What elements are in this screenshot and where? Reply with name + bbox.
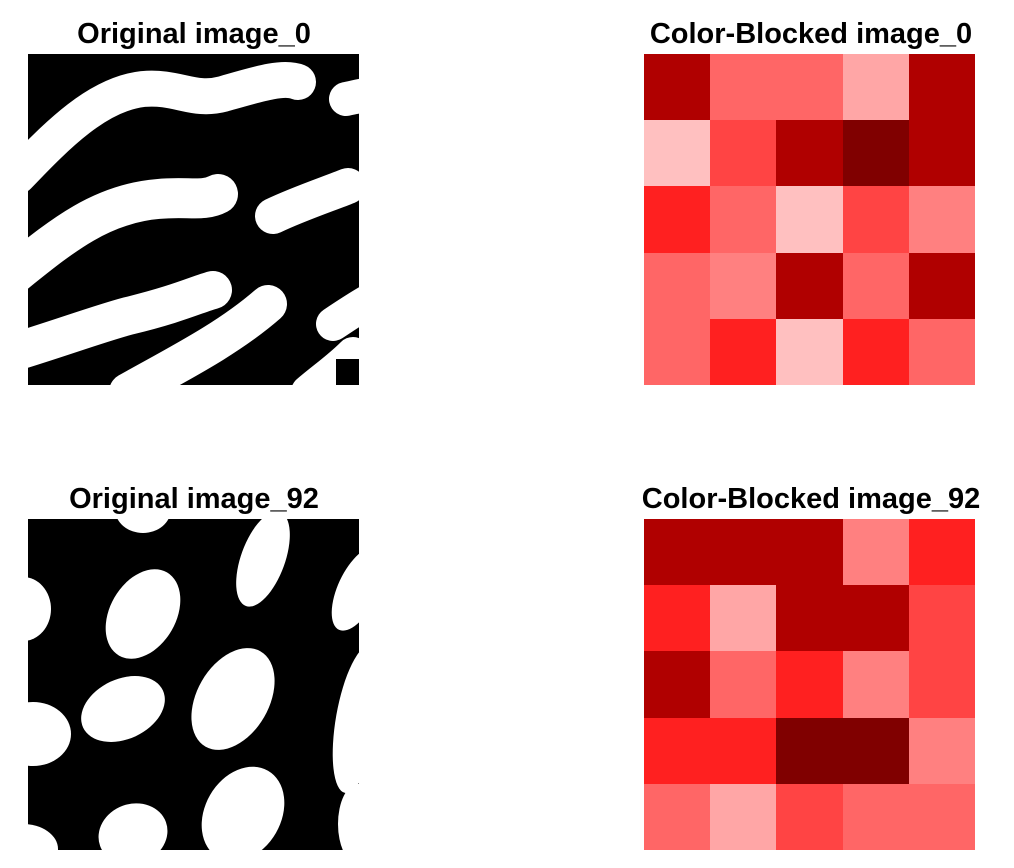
color-block-cell xyxy=(842,54,909,121)
color-block-cell xyxy=(908,186,975,253)
color-blocked-image-92-title: Color-Blocked image_92 xyxy=(641,483,981,515)
color-block-cell xyxy=(644,783,711,850)
color-block-cell xyxy=(842,519,909,586)
color-block-cell xyxy=(842,252,909,319)
original-image-0 xyxy=(28,54,359,385)
color-block-cell xyxy=(710,651,777,718)
color-block-cell xyxy=(776,651,843,718)
color-block-cell xyxy=(908,54,975,121)
color-block-cell xyxy=(710,585,777,652)
color-block-cell xyxy=(908,783,975,850)
color-block-cell xyxy=(842,318,909,385)
color-block-cell xyxy=(776,717,843,784)
color-block-cell xyxy=(710,186,777,253)
color-block-cell xyxy=(908,651,975,718)
color-block-cell xyxy=(842,120,909,187)
color-block-cell xyxy=(908,318,975,385)
color-block-cell xyxy=(908,717,975,784)
color-block-cell xyxy=(776,519,843,586)
color-block-cell xyxy=(644,318,711,385)
color-block-cell xyxy=(908,120,975,187)
original-image-0-pattern xyxy=(28,54,359,385)
color-block-cell xyxy=(842,186,909,253)
color-block-cell xyxy=(644,186,711,253)
color-block-cell xyxy=(776,318,843,385)
color-block-cell xyxy=(776,783,843,850)
color-block-cell xyxy=(776,585,843,652)
color-block-cell xyxy=(776,252,843,319)
color-block-cell xyxy=(710,120,777,187)
color-block-cell xyxy=(908,585,975,652)
original-image-92-pattern xyxy=(28,519,359,850)
color-block-cell xyxy=(644,717,711,784)
color-block-cell xyxy=(710,318,777,385)
color-block-cell xyxy=(776,54,843,121)
color-block-cell xyxy=(644,252,711,319)
color-block-cell xyxy=(908,519,975,586)
color-block-cell xyxy=(842,717,909,784)
color-block-cell xyxy=(710,519,777,586)
color-block-cell xyxy=(710,717,777,784)
original-image-0-title: Original image_0 xyxy=(77,18,311,50)
color-block-cell xyxy=(842,651,909,718)
color-block-cell xyxy=(908,252,975,319)
color-blocked-image-92 xyxy=(644,519,975,850)
color-blocked-image-0 xyxy=(644,54,975,385)
color-block-cell xyxy=(644,585,711,652)
color-grid-image-0 xyxy=(644,54,975,385)
color-block-cell xyxy=(776,120,843,187)
color-block-cell xyxy=(842,783,909,850)
color-blocked-image-0-title: Color-Blocked image_0 xyxy=(649,18,973,50)
color-block-cell xyxy=(710,54,777,121)
color-block-cell xyxy=(644,120,711,187)
color-block-cell xyxy=(644,519,711,586)
color-block-cell xyxy=(644,651,711,718)
original-image-92-title: Original image_92 xyxy=(69,483,319,515)
color-block-cell xyxy=(842,585,909,652)
color-grid-image-92 xyxy=(644,519,975,850)
color-block-cell xyxy=(710,252,777,319)
original-image-92 xyxy=(28,519,359,850)
color-block-cell xyxy=(776,186,843,253)
color-block-cell xyxy=(710,783,777,850)
color-block-cell xyxy=(644,54,711,121)
